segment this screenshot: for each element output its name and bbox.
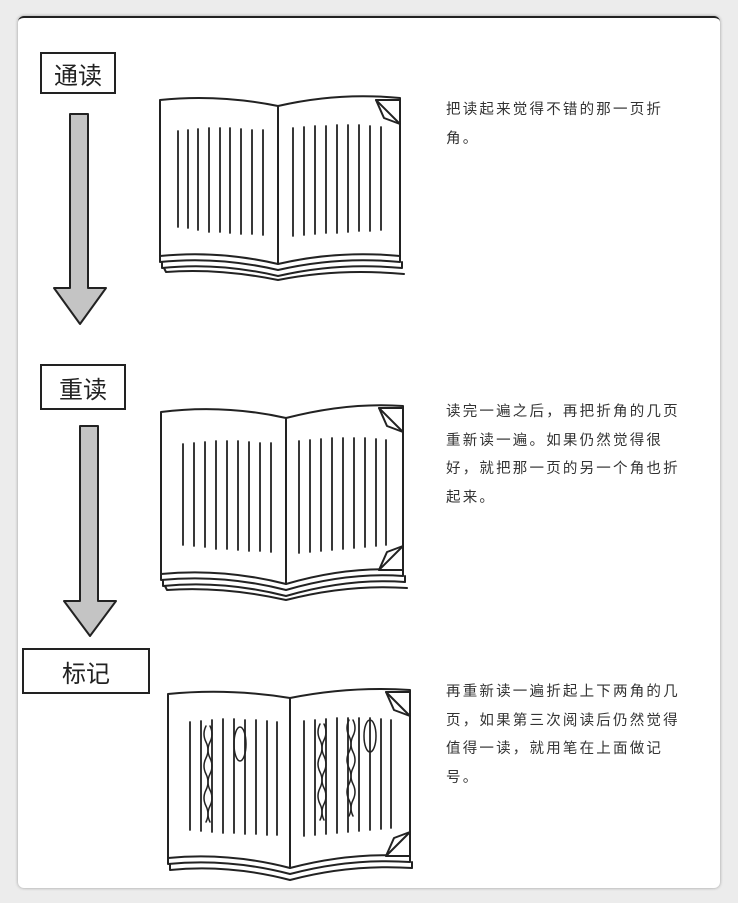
folded-corner-icon [385, 831, 411, 857]
folded-corner-icon [375, 99, 401, 125]
arrow-down-icon [53, 113, 107, 325]
step-label-reread: 重读 [40, 364, 126, 410]
folded-corner-icon [378, 407, 404, 433]
open-book-icon [160, 404, 408, 601]
arrow-down-icon [63, 425, 117, 637]
step-description-reread: 读完一遍之后，再把折角的几页重新读一遍。如果仍然觉得很好，就把那一页的另一个角也… [446, 404, 680, 506]
open-book-icon [167, 688, 413, 881]
pen-mark-icon [203, 719, 377, 823]
step-description-mark: 再重新读一遍折起上下两角的几页，如果第三次阅读后仍然觉得值得一读，就用笔在上面做… [446, 684, 680, 786]
open-book-icon [159, 95, 405, 281]
diagram-artwork [53, 95, 413, 881]
step-description-read: 把读起来觉得不错的那一页折角。 [446, 102, 664, 147]
step-label-mark: 标记 [22, 648, 150, 694]
folded-corner-icon [385, 691, 411, 717]
diagram-card: 通读 重读 标记 把读起来觉得不错的那一页折角。 读完一遍之后，再把折角的几页重… [18, 16, 720, 888]
folded-corner-icon [378, 545, 404, 571]
step-label-read: 通读 [40, 52, 116, 94]
